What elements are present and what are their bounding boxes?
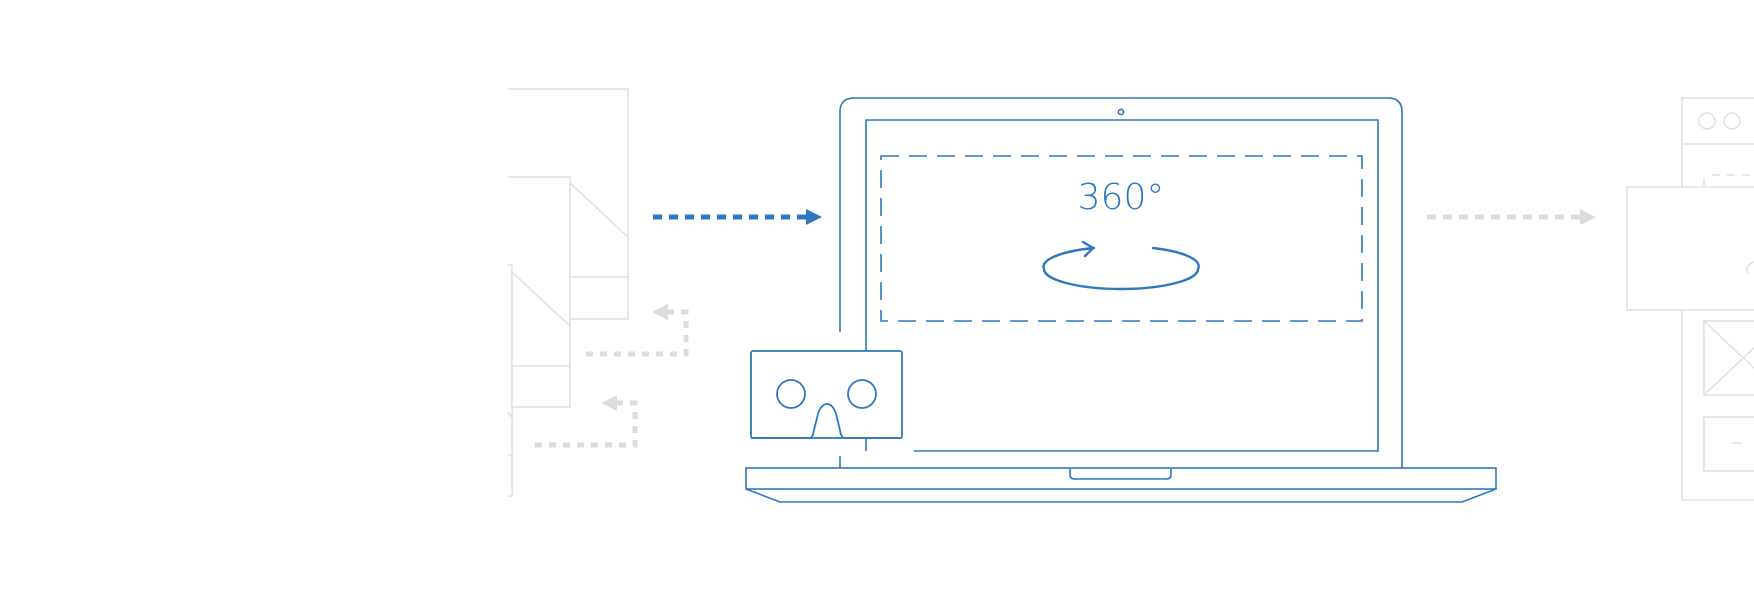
vr-viewer-icon — [750, 350, 903, 439]
output-arrow — [1427, 209, 1596, 225]
return-arrow-lower — [535, 395, 638, 448]
camera-icon — [1117, 108, 1125, 116]
laptop-icon — [745, 97, 1497, 503]
right-wireframe-icon — [1626, 97, 1754, 501]
window-control-icon — [1698, 112, 1716, 130]
rotation-label: 360° — [1078, 177, 1165, 218]
window-control-icon — [1723, 112, 1741, 130]
return-arrow-upper — [586, 304, 689, 357]
rotate-360-icon — [1042, 240, 1200, 291]
input-arrow — [653, 209, 822, 225]
left-wireframe-icon — [507, 88, 629, 497]
viewport-frame — [880, 155, 1363, 322]
